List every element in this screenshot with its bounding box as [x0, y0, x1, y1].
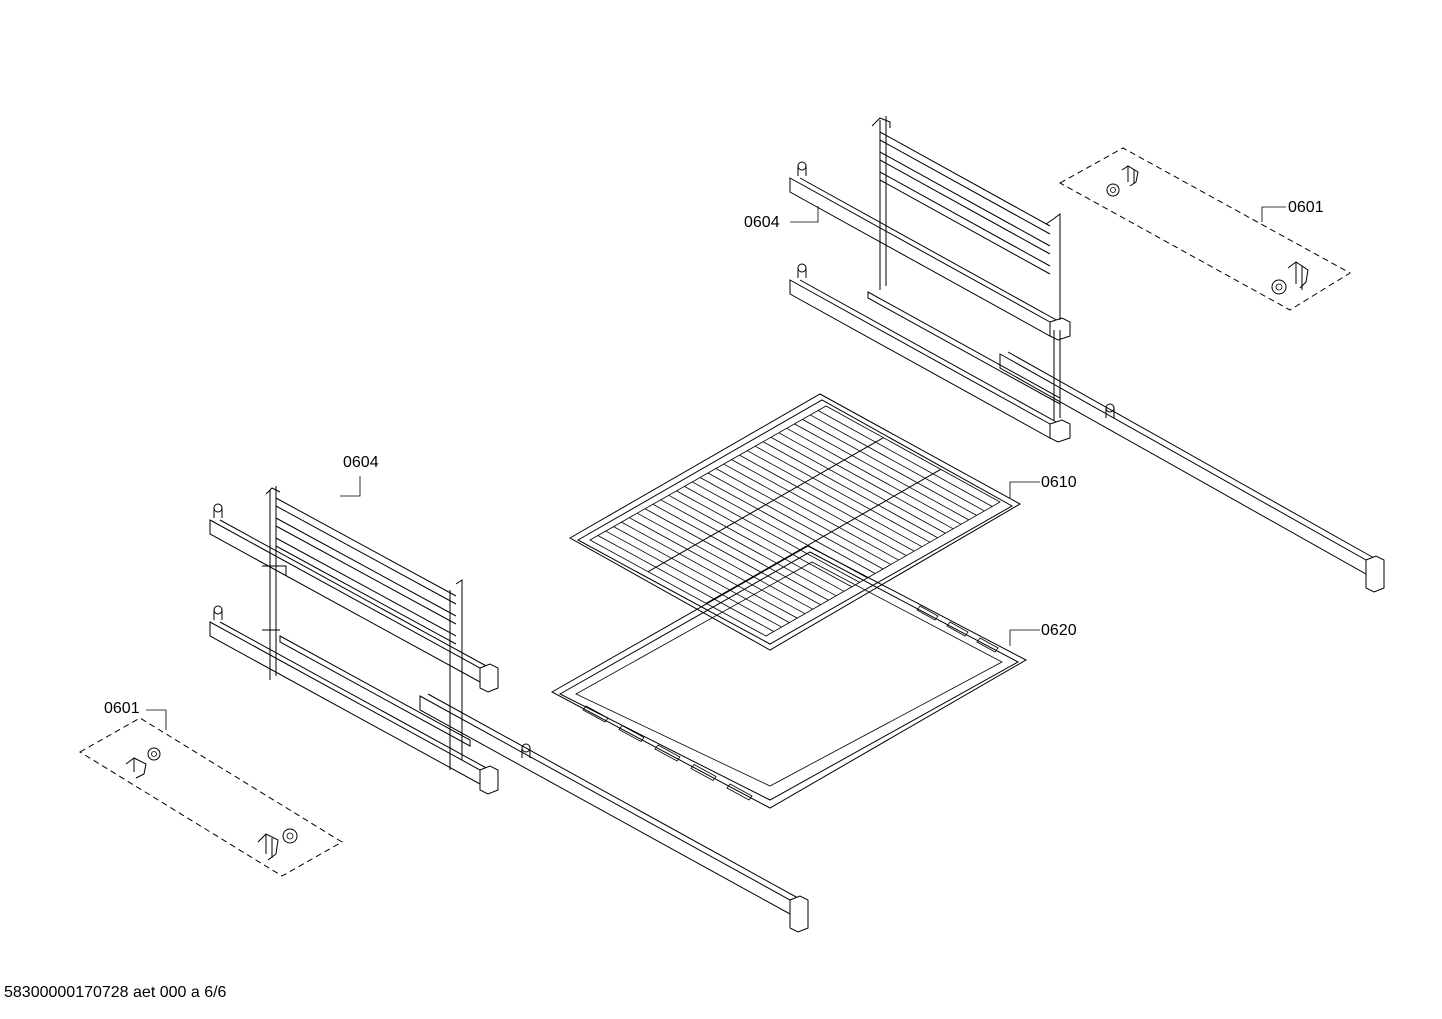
tray-slot: [654, 744, 681, 762]
tray-slot: [976, 637, 999, 653]
rail-upper: [789, 161, 1071, 341]
clip-set-left: [79, 709, 343, 877]
rack-bar: [778, 432, 954, 530]
rack-bar: [739, 454, 915, 552]
clip-part-left-1: [125, 747, 161, 779]
rack-bar: [605, 530, 782, 628]
rack-bar: [715, 468, 891, 565]
rack-bar: [652, 503, 829, 601]
rack-bar: [707, 472, 884, 570]
telescopic-rail-top: [999, 351, 1385, 593]
tray-slots: [582, 605, 999, 801]
rack-bar: [731, 459, 907, 556]
document-code: 58300000170728 aet 000 a 6/6: [4, 984, 227, 1001]
rack-bar: [668, 494, 845, 592]
rack-bar: [762, 441, 938, 539]
callout-0610: 0610: [1041, 474, 1077, 491]
tray-slot: [946, 621, 969, 637]
wire-frame-left: [262, 486, 471, 770]
rack-bar: [676, 490, 852, 588]
shelf-support-left: [209, 476, 809, 933]
clip-part-top-2: [1271, 261, 1309, 295]
wire-frame-top: [867, 116, 1061, 420]
rail-lower-left: [209, 605, 499, 795]
wire-rack: [568, 393, 1040, 651]
rack-bar: [613, 526, 790, 623]
baking-tray: [550, 545, 1040, 809]
tray-slot: [726, 783, 753, 801]
rack-bar: [755, 445, 930, 543]
rack-bar: [629, 517, 806, 615]
rack-bar: [810, 414, 985, 512]
rack-bar: [699, 477, 876, 574]
clip-part-left-2: [257, 828, 298, 861]
shelf-support-top: [789, 116, 1385, 593]
rack-bar: [817, 410, 993, 507]
rack-bar: [621, 521, 798, 619]
callout-0601-top: 0601: [1288, 199, 1324, 216]
rack-cross-wire: [705, 468, 942, 604]
callout-0620: 0620: [1041, 622, 1077, 639]
clip-part-top-1: [1106, 165, 1139, 197]
rack-bar: [723, 463, 899, 561]
rack-bar: [644, 508, 821, 606]
clip-set-top: [1058, 147, 1351, 311]
rack-bar: [747, 450, 923, 548]
tray-slot: [916, 605, 939, 621]
rail-lower: [789, 263, 1071, 443]
callout-0604-top: 0604: [744, 214, 780, 231]
rack-bar: [684, 486, 860, 583]
rack-bar: [794, 423, 969, 521]
tray-slot: [582, 705, 609, 723]
rack-bar: [770, 436, 946, 534]
callout-0604-left: 0604: [343, 454, 379, 471]
rack-bar: [660, 499, 837, 597]
rack-bar: [597, 535, 774, 632]
rack-bar: [802, 419, 977, 516]
rack-bars: [597, 410, 993, 632]
rack-cross-wire: [647, 437, 884, 573]
rack-bar: [637, 512, 813, 610]
rack-bar: [786, 427, 962, 525]
telescopic-rail-left: [419, 693, 809, 933]
tray-slot: [690, 763, 717, 782]
rail-upper-left: [209, 503, 499, 693]
callout-0601-left: 0601: [104, 700, 140, 717]
tray-slot: [618, 724, 645, 743]
